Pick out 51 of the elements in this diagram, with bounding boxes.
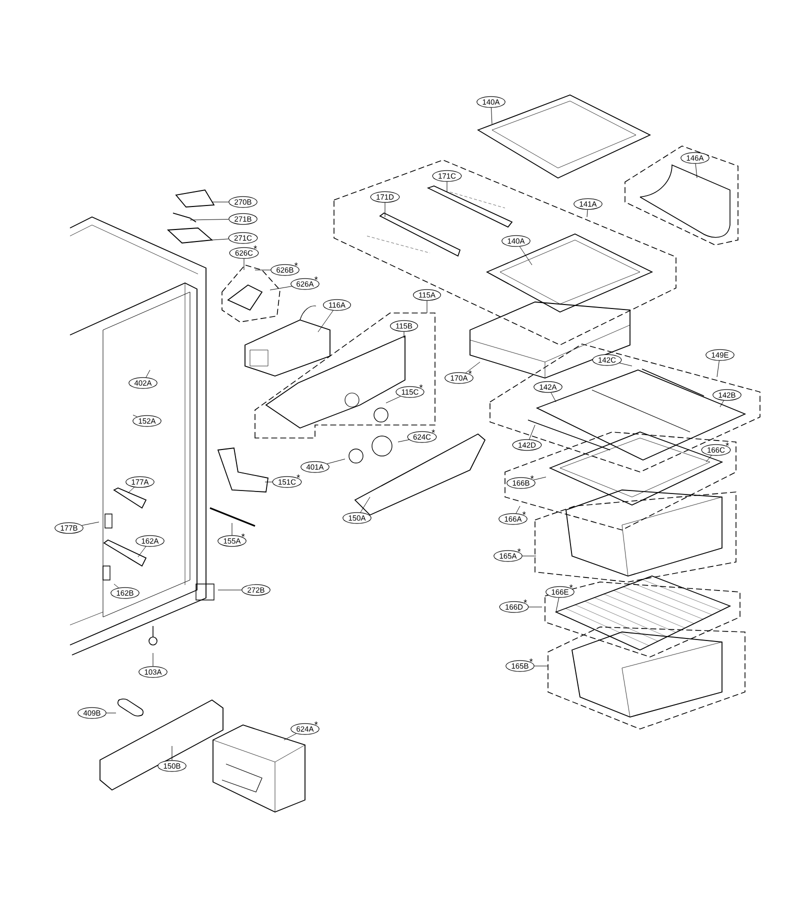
leader-line [720, 400, 724, 408]
leader-line [152, 652, 154, 666]
leader-line [529, 424, 536, 440]
footnote-asterisk: * [524, 600, 527, 603]
footnote-asterisk: * [570, 584, 573, 588]
leader-line [114, 584, 119, 588]
footnote-asterisk: * [518, 548, 521, 552]
leader-line [132, 414, 138, 418]
leader-line [82, 522, 100, 526]
footnote-asterisk: * [419, 384, 423, 388]
leader-line [533, 476, 546, 480]
leader-line [706, 455, 712, 462]
leader-line [398, 439, 410, 442]
leader-line [326, 458, 346, 464]
leader-line [519, 246, 532, 266]
footnote-asterisk: * [530, 476, 534, 479]
leader-line [550, 392, 556, 402]
leader-line [360, 496, 370, 513]
leader-line [426, 300, 428, 314]
leader-line [586, 209, 588, 218]
leader-line [384, 202, 386, 218]
leader-line [212, 238, 229, 240]
leader-line [128, 486, 135, 494]
footnote-asterisk: * [468, 370, 472, 374]
leader-line [491, 108, 492, 124]
leader-line [386, 396, 401, 404]
footnote-asterisk: * [432, 430, 435, 433]
leader-line [516, 506, 520, 514]
footnote-asterisk: * [296, 474, 300, 478]
leader-line [695, 164, 698, 178]
leader-line [270, 286, 292, 290]
leader-line [106, 712, 116, 714]
leader-line [716, 360, 720, 378]
footnote-asterisk: * [530, 658, 533, 662]
leader-line [318, 310, 334, 332]
leader-line [284, 733, 297, 740]
footnote-asterisk: * [294, 262, 298, 266]
footnote-asterisk: * [314, 722, 318, 725]
leader-line [446, 182, 448, 192]
footnote-asterisk: * [726, 442, 729, 446]
leader-line [556, 597, 560, 612]
leader-line [138, 546, 146, 558]
leader-line [146, 370, 150, 378]
leader-line [465, 362, 480, 374]
leader-line [190, 219, 229, 220]
leader-line [619, 362, 632, 366]
footnote-asterisk: * [254, 246, 257, 249]
footnote-asterisk: * [242, 534, 245, 537]
footnote-asterisk: * [314, 276, 318, 280]
footnote-asterisk: * [522, 512, 526, 515]
leader-line [528, 606, 542, 608]
